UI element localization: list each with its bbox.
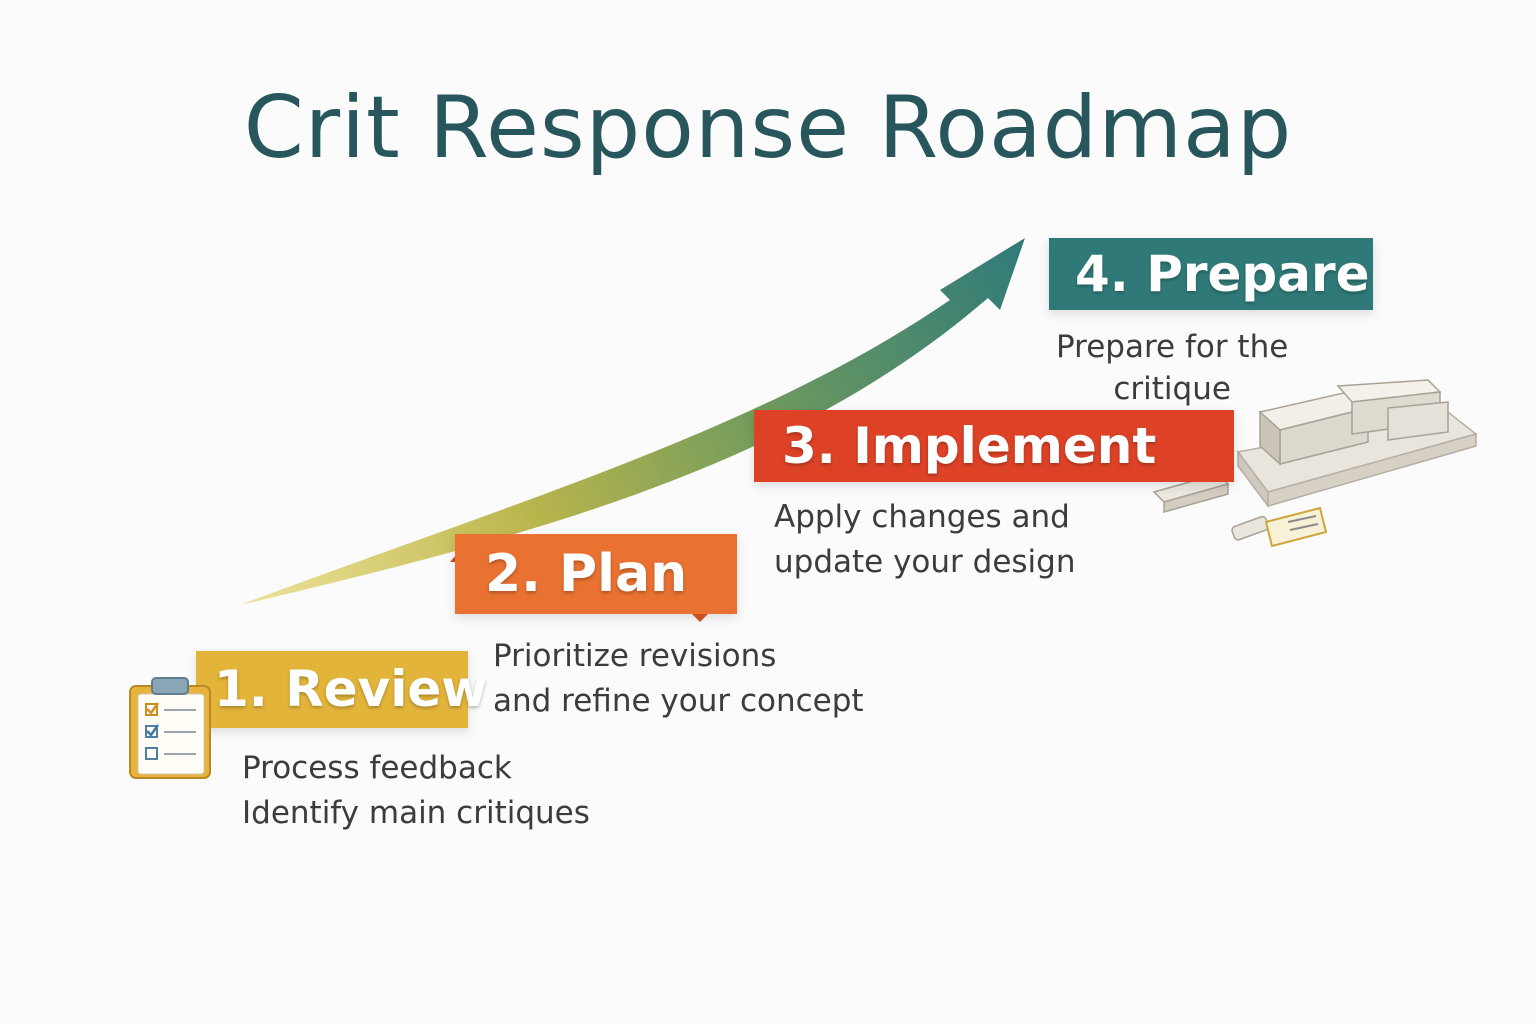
step-review-label: 1. Review [214,660,488,718]
step-implement-banner: 3. Implement [754,410,1234,482]
step-prepare-line-2: critique [1113,371,1231,407]
plan-banner-tab [692,614,708,622]
step-review-banner: 1. Review [196,651,487,728]
step-implement-line-1: Apply changes and [774,499,1070,535]
step-plan-description: Prioritize revisions and refine your con… [493,634,864,724]
step-prepare-banner: 4. Prepare [1049,238,1373,310]
step-review-description: Process feedback Identify main critiques [242,746,590,836]
step-prepare-label: 4. Prepare [1075,245,1370,303]
step-implement-line-2: update your design [774,544,1076,580]
clipboard-checklist-icon [129,677,211,779]
page-title: Crit Response Roadmap [243,78,1293,178]
step-implement-description: Apply changes and update your design [774,495,1075,585]
step-implement-label: 3. Implement [782,417,1157,475]
step-review-line-2: Identify main critiques [242,795,590,831]
architectural-model-icon [1152,379,1478,548]
step-review-line-1: Process feedback [242,750,512,786]
step-plan-line-1: Prioritize revisions [493,638,777,674]
step-prepare-line-1: Prepare for the [1056,329,1289,365]
step-prepare-description: Prepare for the critique [1056,326,1288,410]
step-plan-banner: 2. Plan [455,534,737,614]
step-plan-label: 2. Plan [485,544,688,604]
step-plan-line-2: and refine your concept [493,683,864,719]
